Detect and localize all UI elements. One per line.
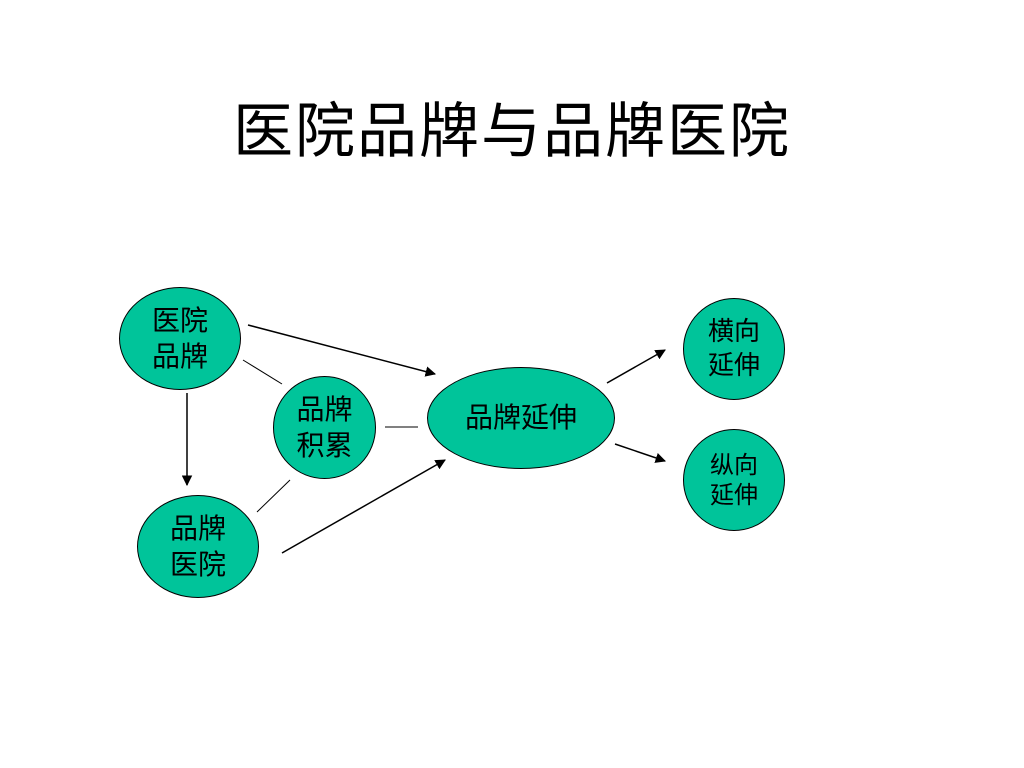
- node-brand-hospital: 品牌 医院: [137, 495, 259, 598]
- node-brand-accumulation-line2: 积累: [296, 428, 353, 462]
- node-hospital-brand: 医院 品牌: [119, 287, 241, 390]
- arrow-extension-to-horizontal: [606, 349, 666, 384]
- arrow-brand-hospital-to-extension: [281, 459, 446, 554]
- node-vertical-extension-line1: 纵向: [710, 451, 758, 479]
- node-brand-extension-label: 品牌延伸: [464, 401, 577, 434]
- page-title: 医院品牌与品牌医院: [233, 97, 791, 167]
- node-horizontal-extension-line1: 横向: [707, 317, 760, 347]
- node-brand-accumulation-line1: 品牌: [296, 392, 353, 426]
- link-brand-hospital-to-accumulation: [256, 479, 291, 513]
- node-brand-hospital-line1: 品牌: [169, 511, 226, 545]
- node-hospital-brand-line1: 医院: [151, 303, 208, 337]
- node-horizontal-extension-line2: 延伸: [707, 351, 760, 381]
- arrow-hospital-brand-to-extension: [247, 324, 437, 377]
- node-horizontal-extension: 横向 延伸: [683, 298, 785, 400]
- node-vertical-extension-line2: 延伸: [710, 481, 758, 509]
- node-brand-hospital-line2: 医院: [169, 547, 226, 581]
- node-hospital-brand-line2: 品牌: [151, 339, 208, 373]
- arrow-extension-to-vertical: [614, 443, 666, 463]
- node-brand-accumulation: 品牌 积累: [273, 376, 376, 479]
- node-vertical-extension: 纵向 延伸: [683, 429, 785, 531]
- node-brand-extension: 品牌延伸: [427, 367, 615, 469]
- link-hospital-brand-to-accumulation: [242, 359, 283, 385]
